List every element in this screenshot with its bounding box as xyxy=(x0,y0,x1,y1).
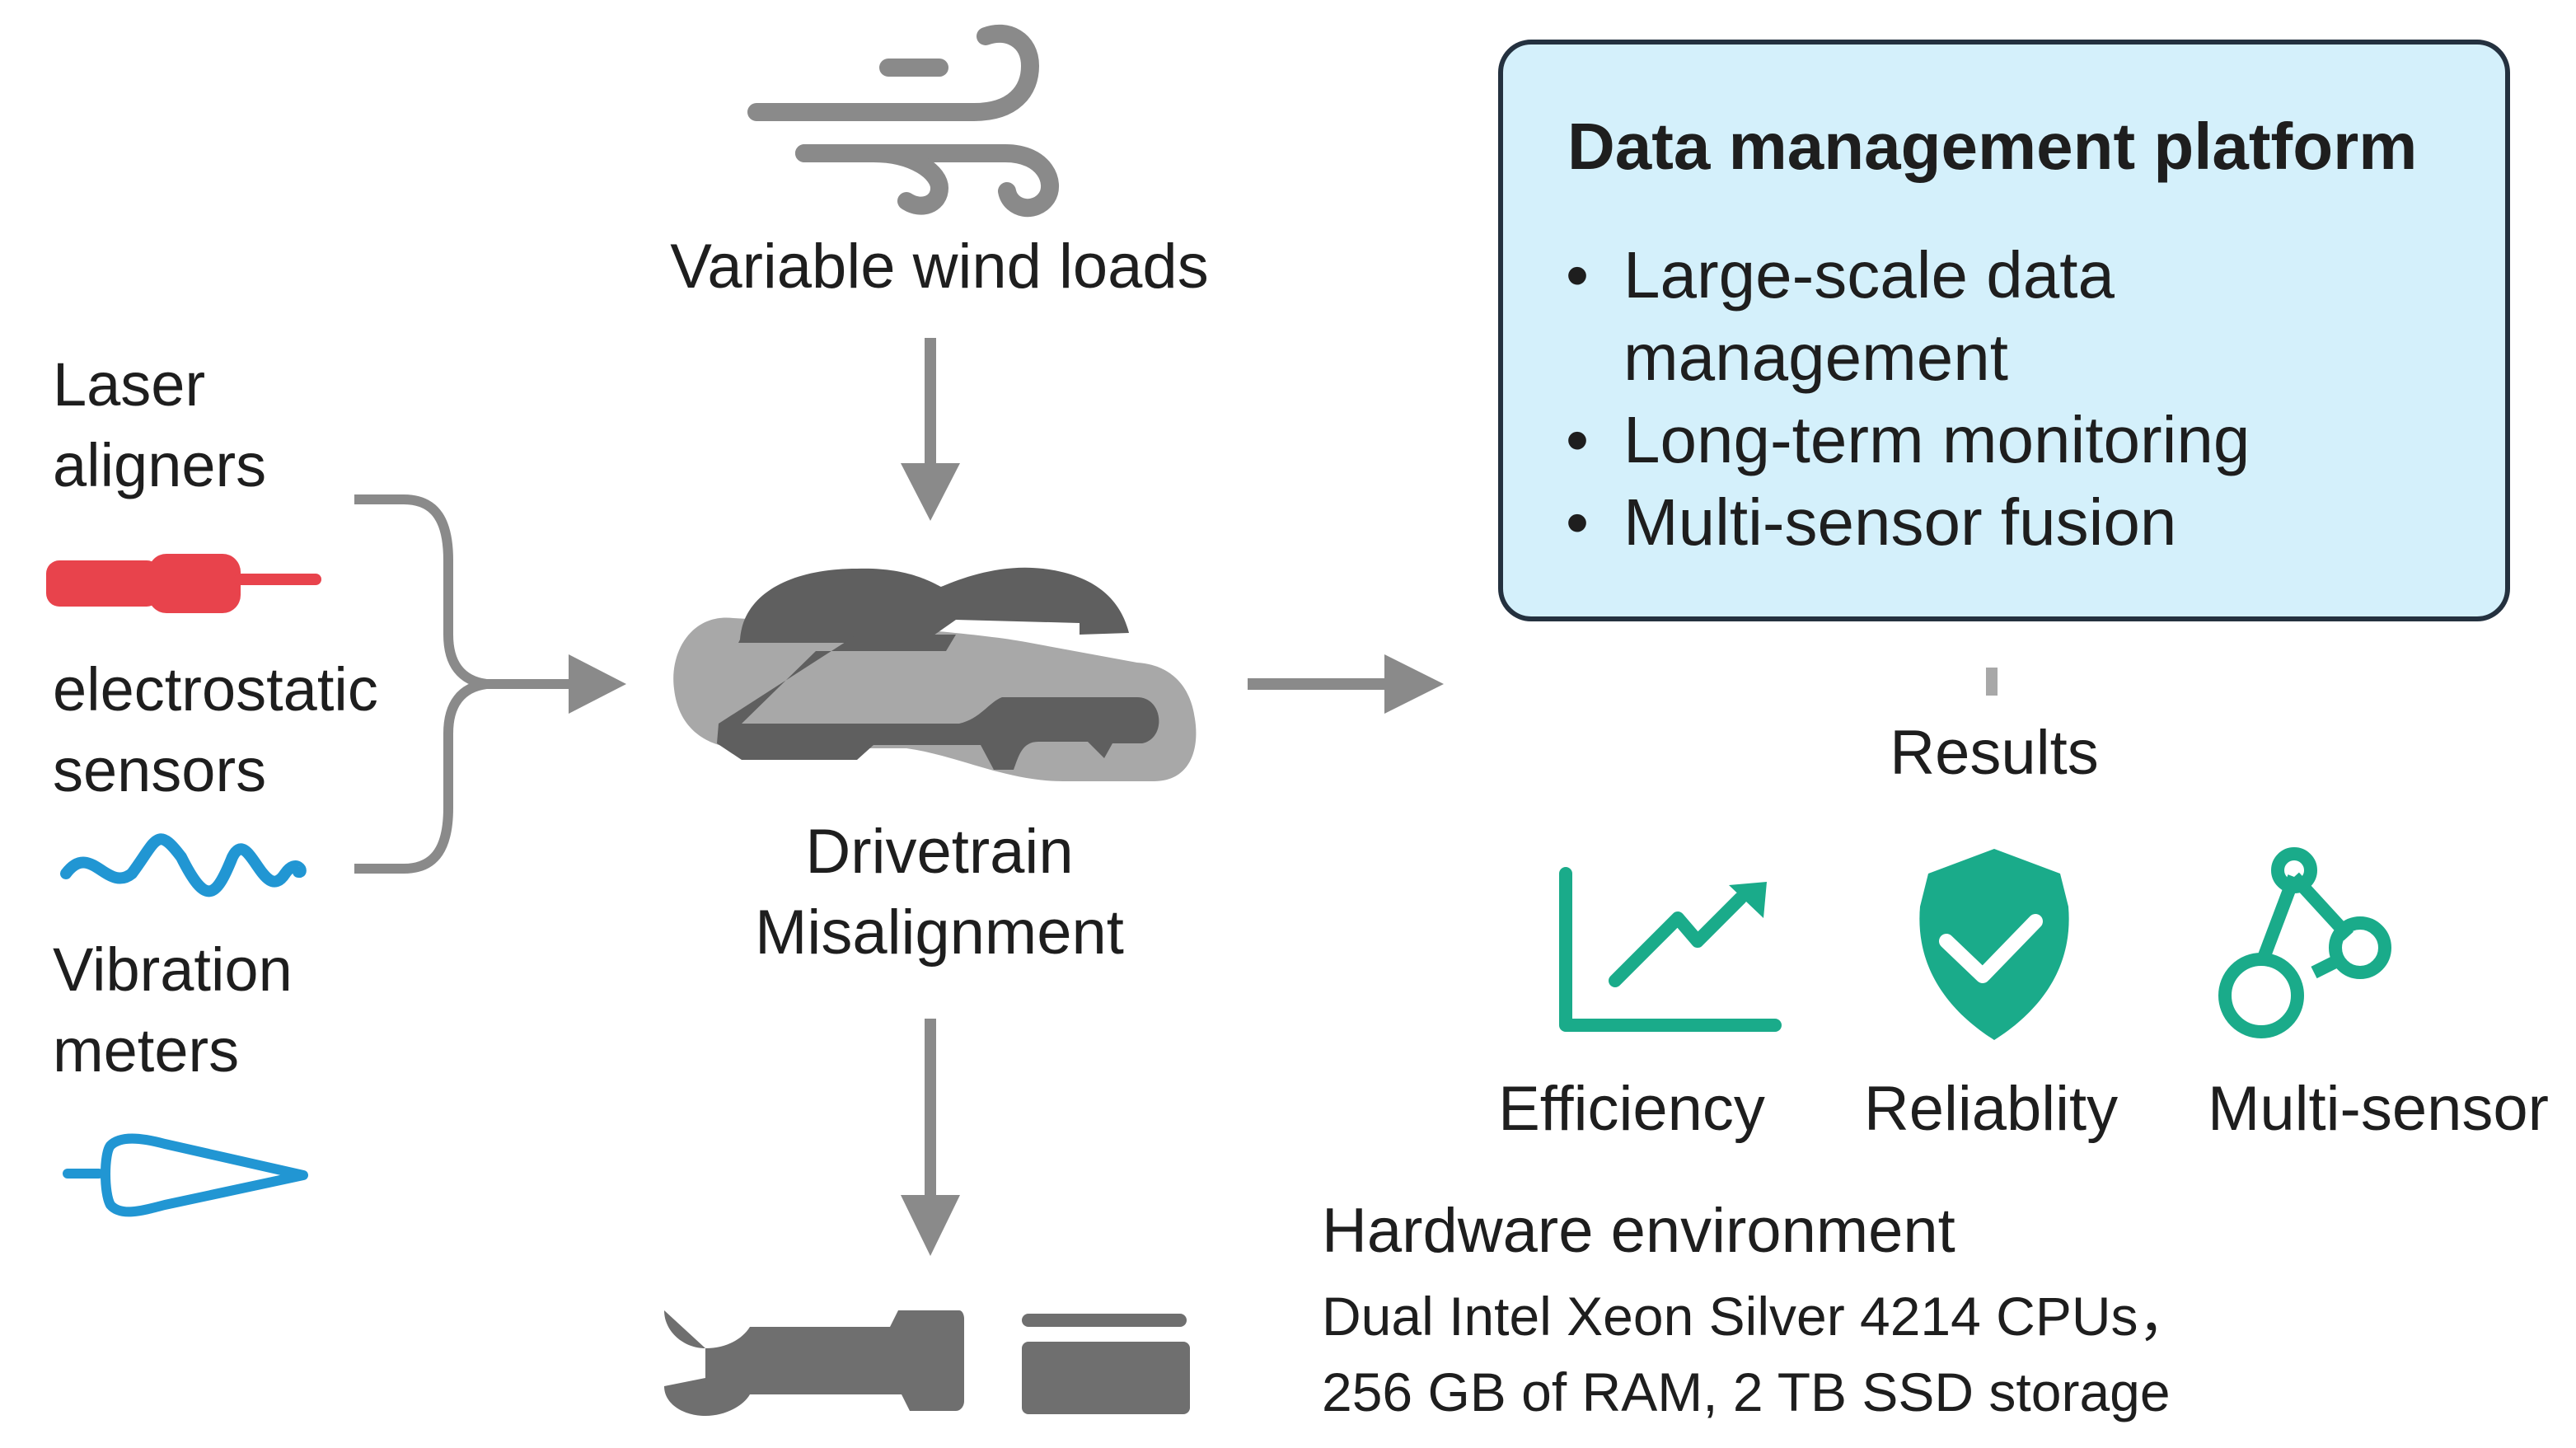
drivetrain-icon xyxy=(673,567,1197,781)
arrow-drivetrain-to-platform xyxy=(1248,654,1444,714)
arrow-sensors-to-drivetrain xyxy=(569,654,626,714)
laser-aligners-label-line1: Laser xyxy=(53,350,206,419)
data-management-platform-box xyxy=(1498,40,2510,621)
wave-sensor-icon xyxy=(60,833,307,897)
vibration-meters-label-line1: Vibration xyxy=(53,935,293,1004)
result-multi-sensor-label: Multi-sensor xyxy=(2208,1074,2549,1144)
device-icon xyxy=(1022,1314,1190,1414)
platform-title: Data management platform xyxy=(1567,110,2418,183)
hardware-line-1: Dual Intel Xeon Silver 4214 CPUs， xyxy=(1322,1286,2193,1347)
hardware-title: Hardware environment xyxy=(1322,1196,1955,1266)
wind-icon xyxy=(747,24,1059,218)
electrostatic-sensors-label-line2: sensors xyxy=(53,736,267,804)
drivetrain-label-line1: Drivetrain xyxy=(805,817,1074,887)
result-reliability-label: Reliablity xyxy=(1863,1074,2119,1144)
results-title: Results xyxy=(1890,718,2099,788)
platform-bullet-1: • xyxy=(1566,238,1590,312)
result-efficiency-label: Efficiency xyxy=(1498,1074,1765,1144)
platform-results-connector xyxy=(1986,668,1998,696)
arrow-drivetrain-to-hardware xyxy=(901,1019,960,1256)
vibration-meter-icon xyxy=(63,1133,308,1217)
wind-loads-label: Variable wind loads xyxy=(670,232,1209,302)
efficiency-chart-icon xyxy=(1559,867,1782,1032)
platform-bullet-3: • xyxy=(1566,485,1590,559)
reliability-shield-icon xyxy=(1919,849,2069,1040)
platform-item-3: Multi-sensor fusion xyxy=(1623,485,2177,559)
wrench-icon xyxy=(664,1310,964,1416)
vibration-meters-label-line2: meters xyxy=(53,1016,240,1085)
platform-bullet-2: • xyxy=(1566,403,1590,476)
laser-aligners-label-line2: aligners xyxy=(53,431,267,499)
drivetrain-label-line2: Misalignment xyxy=(755,897,1124,968)
laser-aligner-icon xyxy=(46,554,321,613)
efficiency-arrow-head xyxy=(1729,882,1767,918)
platform-item-1-line1: Large-scale data xyxy=(1623,238,2115,312)
hardware-line-2: 256 GB of RAM, 2 TB SSD storage xyxy=(1322,1361,2171,1422)
multi-sensor-network-icon xyxy=(2218,847,2391,1038)
arrow-wind-to-drivetrain xyxy=(901,338,960,521)
electrostatic-sensors-label-line1: electrostatic xyxy=(53,655,378,724)
platform-item-2: Long-term monitoring xyxy=(1623,403,2250,476)
platform-item-1-line2: management xyxy=(1623,321,2008,394)
sensor-brace xyxy=(354,494,577,874)
